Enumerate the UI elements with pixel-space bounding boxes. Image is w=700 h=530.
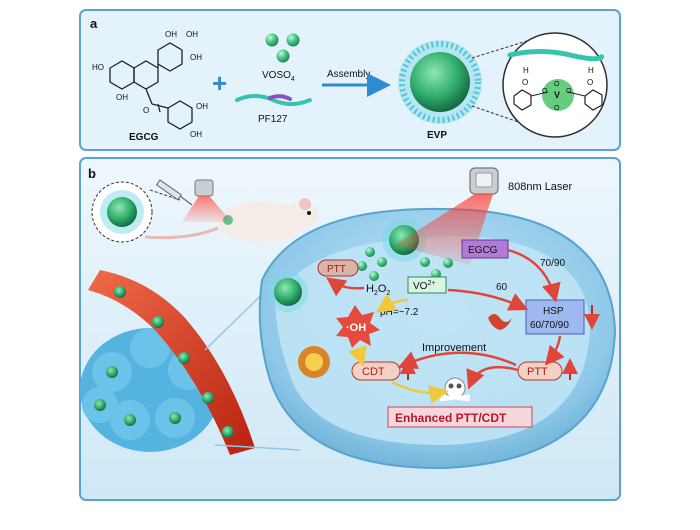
hsp-line2: 60/70/90: [530, 320, 569, 331]
egcg-oh-5: OH: [196, 102, 208, 111]
egcg-box-label: EGCG: [468, 245, 498, 256]
complex-o-1: O: [542, 88, 548, 95]
tumor-nanoparticles: [94, 366, 181, 426]
egcg-o-1: O: [143, 106, 149, 115]
enhanced-label: Enhanced PTT/CDT: [395, 411, 507, 425]
ptt-top-pill: PTT: [317, 259, 359, 277]
injection-zoom: [91, 181, 181, 243]
complex-v: V: [554, 90, 560, 100]
damaged-protein-icon: [488, 314, 512, 330]
syringe-icon: [155, 179, 193, 206]
panel-b: b: [79, 157, 621, 501]
egcg-oh-4: OH: [116, 93, 128, 102]
ptt-top-label: PTT: [327, 264, 346, 275]
hsp-line1: HSP: [543, 306, 564, 317]
egcg-label: EGCG: [129, 132, 159, 143]
egcg-ho-1: HO: [92, 63, 104, 72]
assembly-label: Assembly: [327, 69, 370, 80]
pf127-chain: [235, 94, 312, 106]
vo2-label: VO2+: [413, 280, 435, 292]
complex-o-3: O: [554, 81, 560, 88]
vanadium-complex-zoom: V O O O O H O H O: [502, 32, 608, 138]
complex-h-1: H: [523, 66, 529, 75]
evp-nanoparticle: [398, 40, 482, 124]
voso4-balls: [265, 33, 300, 63]
cdt-label: CDT: [362, 366, 385, 378]
evp-label: EVP: [427, 130, 447, 141]
ptt-label: PTT: [527, 366, 548, 378]
complex-o-4: O: [554, 105, 560, 112]
complex-h-2: H: [588, 66, 594, 75]
temp-7090-label: 70/90: [540, 258, 565, 269]
voso4-label: VOSO4: [262, 70, 295, 83]
blood-vessel: [88, 270, 255, 455]
panel-a: a OH OH OH HO OH O OH OH EGCG +: [79, 9, 621, 151]
complex-o-2: O: [566, 88, 572, 95]
mouse-illustration: [144, 198, 318, 242]
complex-o-6: O: [587, 78, 593, 87]
released-vanadium-balls: [357, 247, 453, 281]
temp-60-label: 60: [496, 282, 508, 293]
oh-radical: ·OH: [336, 305, 380, 348]
egcg-oh-3: OH: [190, 53, 202, 62]
egcg-structure: [109, 42, 193, 130]
mechanism-arrows: [326, 248, 565, 404]
h2o2-label: H2O2: [366, 283, 390, 297]
egcg-oh-1: OH: [165, 30, 177, 39]
egcg-oh-2: OH: [186, 30, 198, 39]
pf127-label: PF127: [258, 114, 288, 125]
laser-head-small: [182, 179, 232, 222]
plus-sign: +: [212, 68, 227, 98]
evp-on-membrane: [268, 272, 308, 312]
laser-label: 808nm Laser: [508, 181, 573, 193]
complex-o-5: O: [522, 78, 528, 87]
egcg-oh-6: OH: [190, 130, 202, 139]
panel-a-letter: a: [90, 16, 98, 31]
organelle-icon: [298, 346, 330, 378]
oh-radical-label: ·OH: [346, 322, 366, 334]
ph-label: pH=~7.2: [380, 307, 419, 318]
panel-b-letter: b: [88, 166, 96, 181]
improvement-label: Improvement: [422, 342, 486, 354]
